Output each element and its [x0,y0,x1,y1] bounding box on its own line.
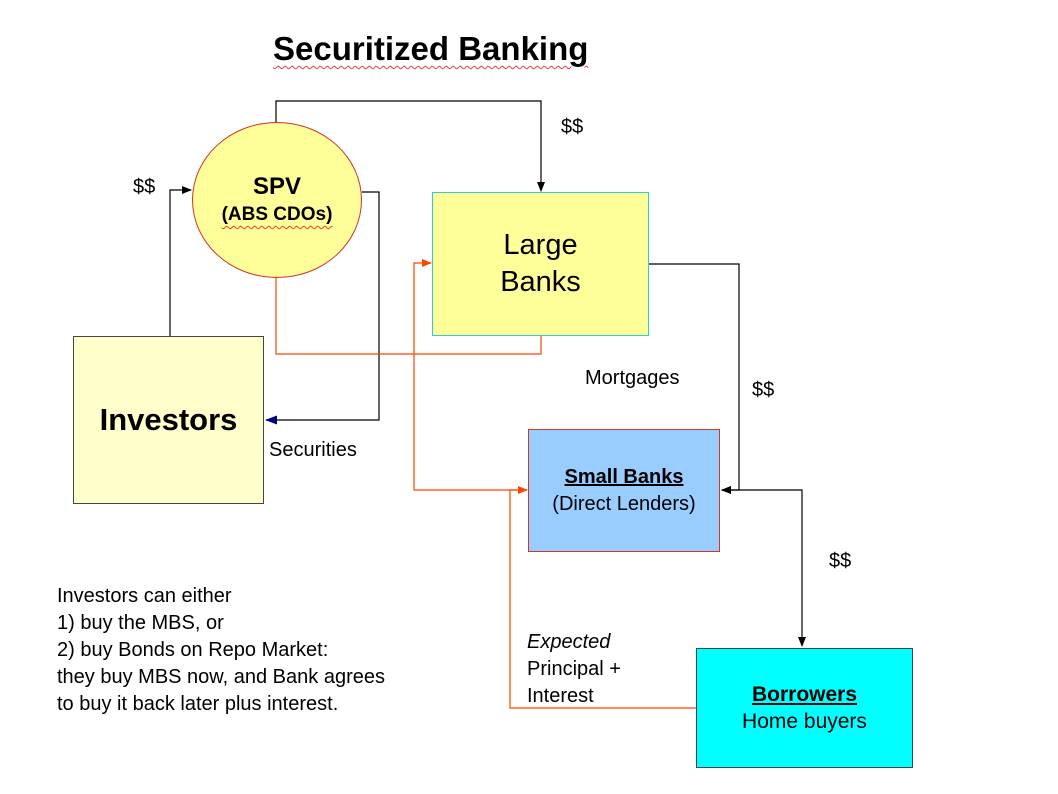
arrow-large-banks-to-spv [272,265,542,355]
spv-sublabel: (ABS CDOs) [221,204,333,225]
arrow-small-banks-borrowers [721,486,806,647]
node-large-banks: Large Banks [432,192,649,336]
arrow-spv-to-large-banks [275,100,545,192]
investor-notes: Investors can either 1) buy the MBS, or … [57,583,385,718]
node-spv: SPV (ABS CDOs) [192,122,362,278]
diagram-title: Securitized Banking [273,30,588,68]
expected-line2: Principal + [527,658,621,680]
node-small-banks: Small Banks (Direct Lenders) [528,429,720,552]
label-expected-principal-interest: Expected Principal + Interest [527,629,621,710]
investors-label: Investors [99,402,238,437]
expected-line3: Interest [527,685,594,707]
node-borrowers: Borrowers Home buyers [696,648,913,768]
note-line: they buy MBS now, and Bank agrees [57,666,385,688]
arrow-borrowers-to-small-banks [509,486,696,709]
borrowers-label: Borrowers [751,683,858,706]
large-banks-line1: Large [503,229,578,261]
title-text: Securitized Banking [273,30,589,67]
note-line: Investors can either [57,585,232,607]
expected-line1: Expected [527,631,611,653]
note-line: 2) buy Bonds on Repo Market: [57,639,329,661]
large-banks-line2: Banks [500,266,581,298]
small-banks-label: Small Banks [564,465,684,488]
label-investors-to-spv-money: $$ [133,176,156,198]
label-securities: Securities [269,439,357,461]
borrowers-sublabel: Home buyers [742,710,867,733]
label-large-to-small-money: $$ [752,379,775,401]
label-small-borrowers-money: $$ [829,550,852,572]
label-mortgages: Mortgages [585,367,680,389]
arrow-small-to-large-mortgages [413,259,527,491]
arrow-investors-to-spv [169,186,192,336]
arrow-spv-to-investors [265,191,380,425]
label-spv-to-large-money: $$ [561,116,584,138]
note-line: to buy it back later plus interest. [57,693,339,715]
node-investors: Investors [73,336,264,504]
note-line: 1) buy the MBS, or [57,612,224,634]
small-banks-sublabel: (Direct Lenders) [552,492,696,515]
spv-label: SPV [252,173,302,200]
